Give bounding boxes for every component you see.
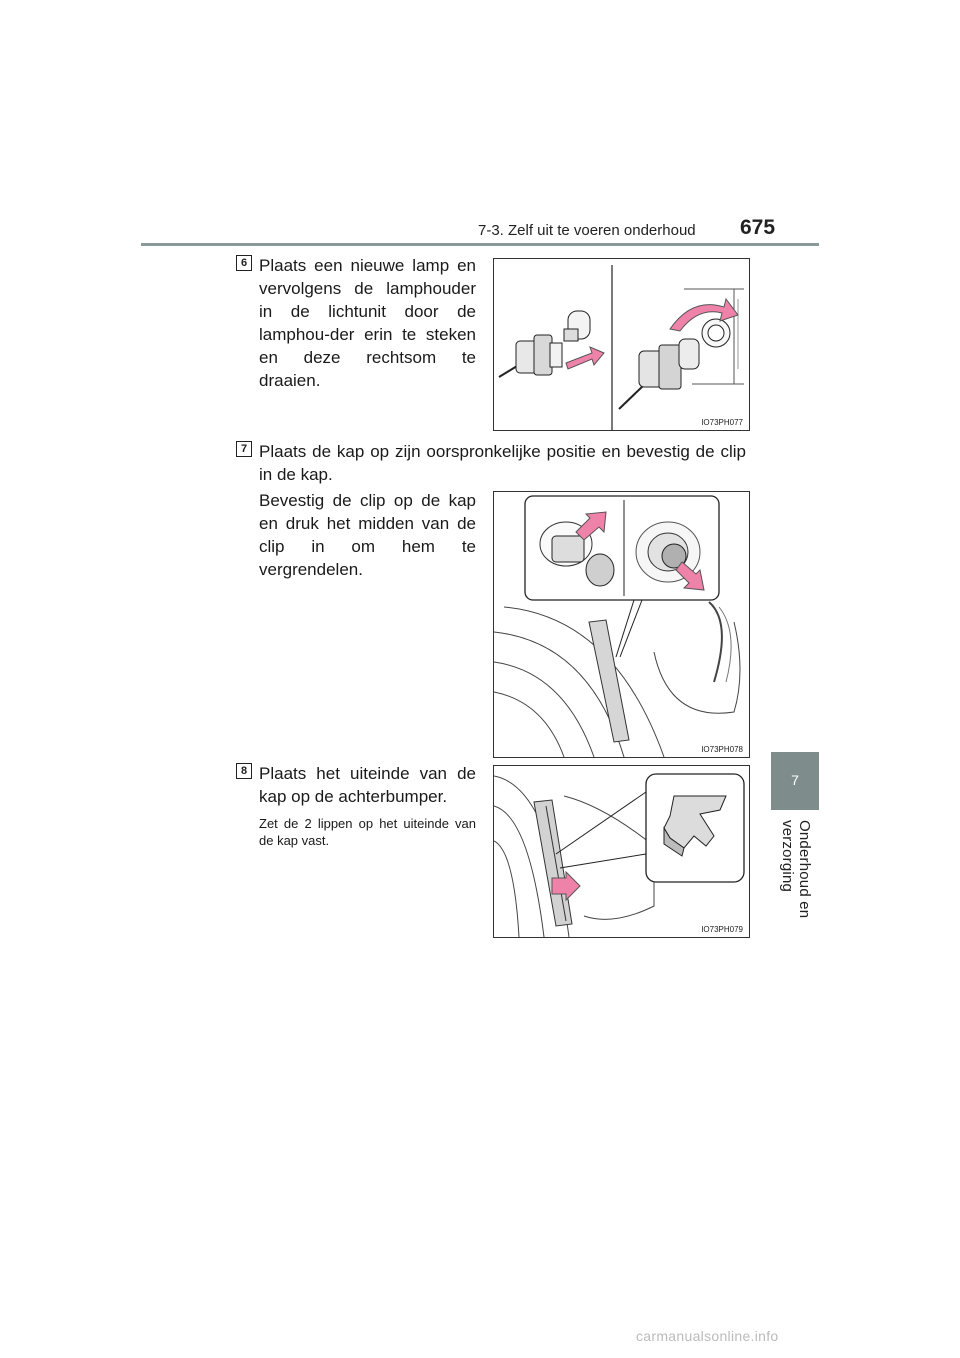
- cover-end-illustration: [494, 773, 745, 937]
- section-title: 7-3. Zelf uit te voeren onderhoud: [478, 222, 696, 239]
- step-8-text: Plaats het uiteinde van de kap op de ach…: [259, 764, 476, 806]
- chapter-tab[interactable]: 7: [771, 752, 819, 810]
- figure-cover-end: IO73PH079: [493, 765, 750, 938]
- figure-code: IO73PH077: [701, 418, 743, 427]
- step-7-text: Plaats de kap op zijn oorspronkelijke po…: [259, 442, 746, 484]
- figure-code: IO73PH079: [701, 925, 743, 934]
- step-8-note: Zet de 2 lippen op het uiteinde van de k…: [259, 816, 476, 848]
- header-divider: [141, 243, 819, 246]
- step-6-badge: 6: [236, 255, 252, 271]
- step-6-text: Plaats een nieuwe lamp en vervolgens de …: [259, 256, 476, 390]
- chapter-number: 7: [791, 772, 799, 788]
- watermark: carmanualsonline.info: [636, 1328, 779, 1344]
- figure-bulb-install: IO73PH077: [493, 258, 750, 431]
- step-8-badge: 8: [236, 763, 252, 779]
- figure-clip-install: IO73PH078: [493, 491, 750, 758]
- page-number: 675: [740, 216, 776, 239]
- clip-install-illustration: [494, 495, 741, 757]
- bulb-install-illustration: [498, 265, 744, 430]
- step-7-subtext: Bevestig de clip op de kap en druk het m…: [259, 491, 476, 579]
- step-7-badge: 7: [236, 441, 252, 457]
- chapter-label: Onderhoud en verzorging: [779, 820, 813, 919]
- figure-code: IO73PH078: [701, 745, 743, 754]
